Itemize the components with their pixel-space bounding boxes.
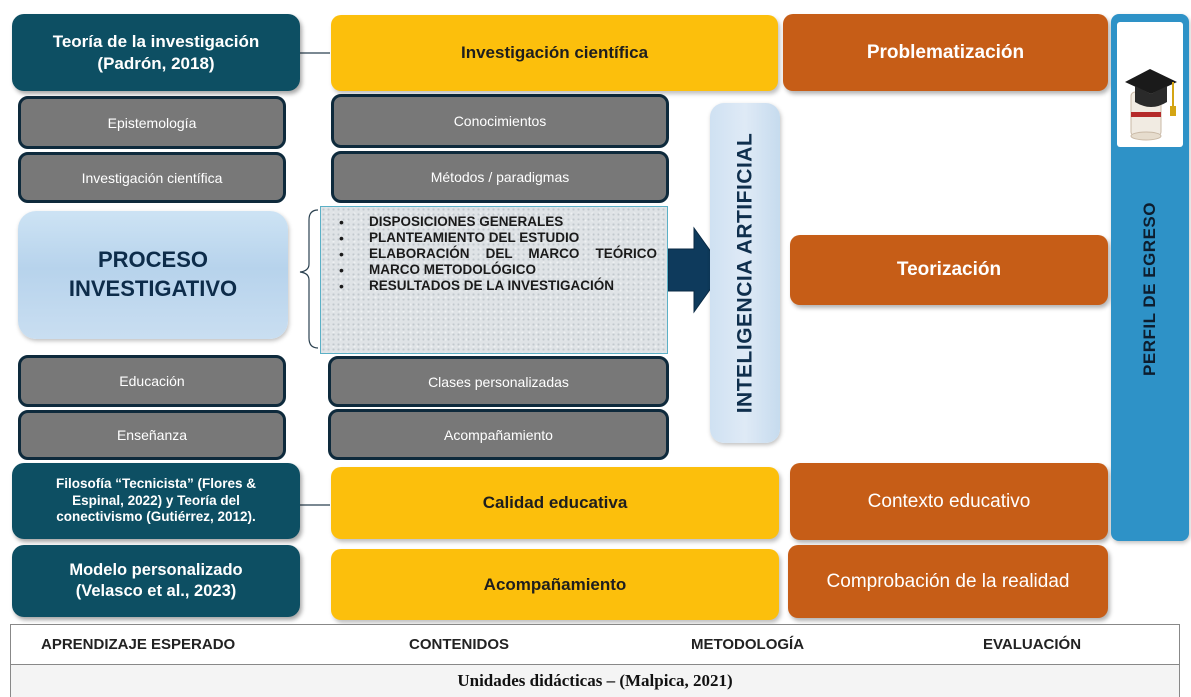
teoria-line-2: (Padrón, 2018) [97,53,215,73]
perfil-de-egreso-label: PERFIL DE EGRESO [1140,202,1160,376]
epistemologia-label: Epistemología [107,114,197,131]
footer-col-aprendizaje: APRENDIZAJE ESPERADO [41,636,236,653]
educacion-label: Educación [119,373,185,389]
modelo-line-2: (Velasco et al., 2023) [75,582,237,600]
comprobacion-label: Comprobación de la realidad [826,570,1070,592]
clases-box: Clases personalizadas [328,356,669,407]
contexto-educativo-label: Contexto educativo [867,490,1031,512]
footer-col-metodologia: METODOLOGÍA [691,636,805,653]
footer-col-evaluacion: EVALUACIÓN [983,636,1082,653]
investigacion-cientifica-box: Investigación científica [331,15,778,91]
investigacion-cientifica-gray-box: Investigación científica [18,152,286,203]
comprobacion-box: Comprobación de la realidad [788,545,1108,618]
footer-col-contenidos: CONTENIDOS [409,636,510,653]
footer-columns-row: APRENDIZAJE ESPERADO CONTENIDOS METODOLO… [10,624,1180,664]
epistemologia-box: Epistemología [18,96,286,149]
problematizacion-box: Problematización [783,14,1108,91]
metodos-box: Métodos / paradigmas [331,151,669,203]
graduation-cap-diploma-icon [1117,22,1183,147]
metodos-label: Métodos / paradigmas [430,169,570,185]
clases-label: Clases personalizadas [428,373,569,390]
modelo-box: Modelo personalizado (Velasco et al., 20… [12,545,300,617]
acompanamiento-box: Acompañamiento [331,549,779,620]
investigacion-cientifica-label: Investigación científica [460,43,649,62]
stage-item: ELABORACIÓN DEL MARCO TEÓRICO [335,246,657,262]
conocimientos-label: Conocimientos [453,113,547,129]
filosofia-line-1: Filosofía “Tecnicista” (Flores & [55,475,257,491]
contexto-educativo-box: Contexto educativo [790,463,1108,540]
inteligencia-artificial-label: INTELIGENCIA ARTIFICIAL [733,132,756,414]
calidad-educativa-box: Calidad educativa [331,467,779,539]
teoria-box: Teoría de la investigación (Padrón, 2018… [12,14,300,91]
acompanamiento-label: Acompañamiento [483,574,627,594]
calidad-educativa-label: Calidad educativa [482,493,628,512]
teoria-line-1: Teoría de la investigación [52,32,260,52]
stage-item: RESULTADOS DE LA INVESTIGACIÓN [335,278,657,294]
footer-title-row: Unidades didácticas – (Malpica, 2021) [10,664,1180,697]
proceso-investigativo-box: PROCESO INVESTIGATIVO [18,211,288,339]
stage-item: PLANTEAMIENTO DEL ESTUDIO [335,230,657,246]
conocimientos-box: Conocimientos [331,94,669,148]
perfil-de-egreso-text-wrap: PERFIL DE EGRESO [1111,164,1189,414]
ensenanza-label: Enseñanza [116,427,188,443]
problematizacion-label: Problematización [866,41,1025,63]
modelo-line-1: Modelo personalizado [69,561,243,580]
footer-title: Unidades didácticas – (Malpica, 2021) [457,671,733,690]
research-stages-list: DISPOSICIONES GENERALES PLANTEAMIENTO DE… [320,206,668,354]
investigacion-cientifica-gray-label: Investigación científica [81,169,223,186]
filosofia-box: Filosofía “Tecnicista” (Flores & Espinal… [12,463,300,539]
teorizacion-box: Teorización [790,235,1108,305]
filosofia-line-3: conectivismo (Gutiérrez, 2012). [56,509,256,525]
perfil-de-egreso-box: PERFIL DE EGRESO [1111,14,1189,541]
proceso-line-1: PROCESO [97,247,209,273]
acompanamiento-gray-box: Acompañamiento [328,409,669,460]
brace [299,209,319,349]
stage-item: DISPOSICIONES GENERALES [335,214,657,230]
acompanamiento-gray-label: Acompañamiento [444,426,553,443]
filosofia-line-2: Espinal, 2022) y Teoría del [72,492,240,508]
proceso-line-2: INVESTIGATIVO [68,276,238,301]
ensenanza-box: Enseñanza [18,410,286,460]
inteligencia-artificial-box: INTELIGENCIA ARTIFICIAL [710,103,780,443]
educacion-box: Educación [18,355,286,407]
teorizacion-label: Teorización [896,259,1002,280]
stage-item: MARCO METODOLÓGICO [335,262,657,278]
